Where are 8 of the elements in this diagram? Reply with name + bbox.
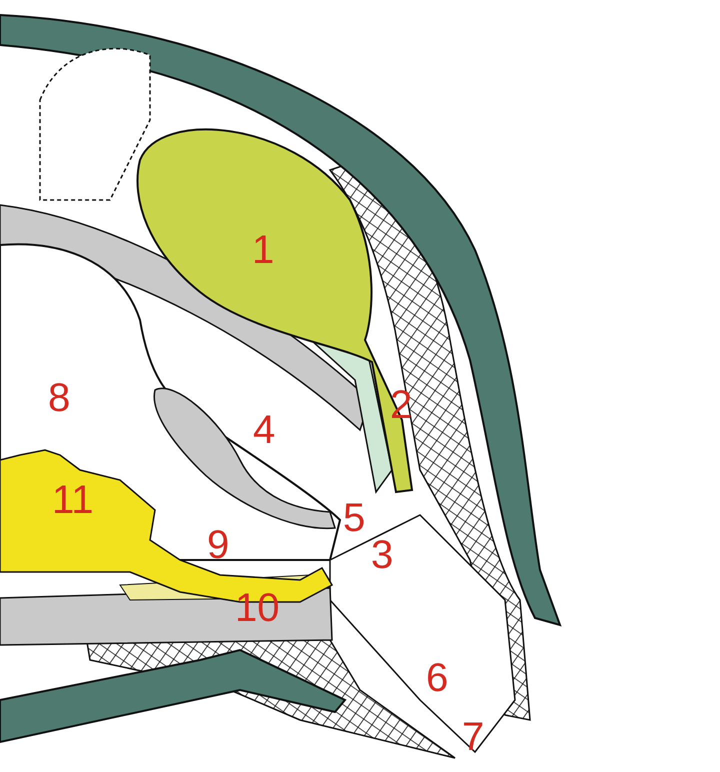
callout-number: 5 (343, 498, 366, 538)
callout-number: 3 (371, 535, 394, 575)
callout-number: 11 (52, 480, 94, 520)
callout-number: 9 (207, 525, 230, 565)
callout-number: 8 (48, 378, 70, 418)
callout-number: 6 (426, 658, 448, 698)
callout-number: 1 (252, 230, 274, 270)
callout-number: 4 (253, 410, 276, 450)
